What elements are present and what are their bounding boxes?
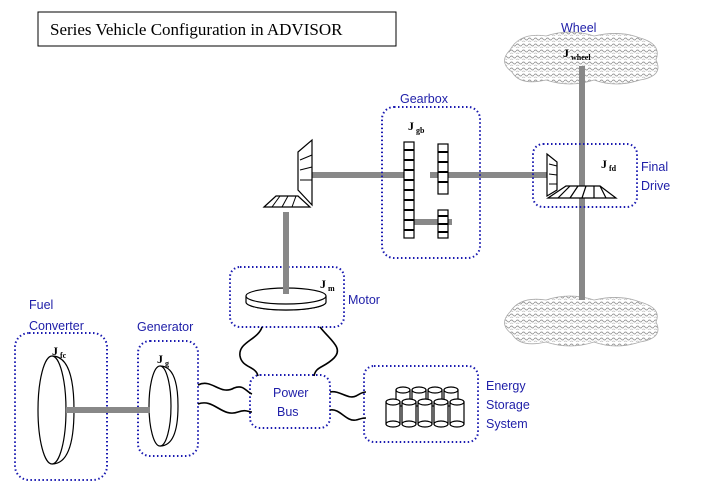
wire-bus-ess-bottom [329,409,367,421]
gearbox-gear-small [437,143,449,239]
ess-label-line2: Storage [486,398,530,412]
svg-text:J: J [157,352,163,366]
generator-rotor [148,365,179,447]
fuel-converter-box [14,332,108,481]
motor-rotor-disk [245,287,327,311]
wire-motor-bus-right [313,326,339,377]
wheel-label: Wheel [561,21,596,35]
bevel-gear-vertical [297,138,313,207]
svg-text:J: J [563,46,569,60]
final-drive-pinion [546,152,558,198]
wire-bus-ess-top [329,390,367,398]
final-drive-ring-gear [546,185,618,199]
fuel-converter-label-line1: Fuel [29,298,53,312]
diagram-title: Series Vehicle Configuration in ADVISOR [50,20,343,39]
svg-text:fd: fd [609,164,617,173]
final-drive-label-line1: Final [641,160,668,174]
ess-label-line1: Energy [486,379,526,393]
wheel-inertia-label: J wheel [563,46,591,62]
final-drive-inertia-label: J fd [601,157,617,173]
svg-text:J: J [52,344,58,358]
fuel-converter-inertia-label: J fc [52,344,67,360]
power-bus-label-line1: Power [273,386,308,400]
svg-text:g: g [165,359,169,368]
wire-generator-bus-top [197,382,253,395]
svg-text:J: J [601,157,607,171]
ess-label-line3: System [486,417,528,431]
title-box: Series Vehicle Configuration in ADVISOR [37,11,397,47]
fuel-converter-label-line2: Converter [29,319,84,333]
svg-text:gb: gb [416,126,425,135]
bevel-gear-horizontal [262,195,312,208]
generator-label: Generator [137,320,193,334]
wheel-bottom [504,295,659,347]
wheel-top [504,31,659,85]
gearbox-inertia-label: J gb [408,119,425,135]
gearbox-label: Gearbox [400,92,449,106]
battery-cells [385,386,465,428]
power-bus-box [249,374,331,429]
gearbox-box [381,106,481,259]
final-drive-label-line2: Drive [641,179,670,193]
generator-box [137,340,199,457]
wire-generator-bus-bottom [197,402,253,414]
power-bus-label-line2: Bus [277,405,299,419]
wire-motor-bus-left [239,326,263,377]
svg-text:m: m [328,284,335,293]
motor-inertia-label: J m [320,277,335,293]
generator-inertia-label: J g [157,352,169,368]
svg-text:J: J [408,119,414,133]
motor-box [229,266,345,328]
svg-text:J: J [320,277,326,291]
electrical-wires [197,326,367,421]
final-drive-box [532,143,638,208]
energy-storage-box [363,365,479,443]
gearbox-gear-large [403,141,415,239]
motor-label: Motor [348,293,380,307]
svg-text:fc: fc [60,351,67,360]
fuel-converter-flywheel [37,355,75,465]
svg-text:wheel: wheel [571,53,591,62]
